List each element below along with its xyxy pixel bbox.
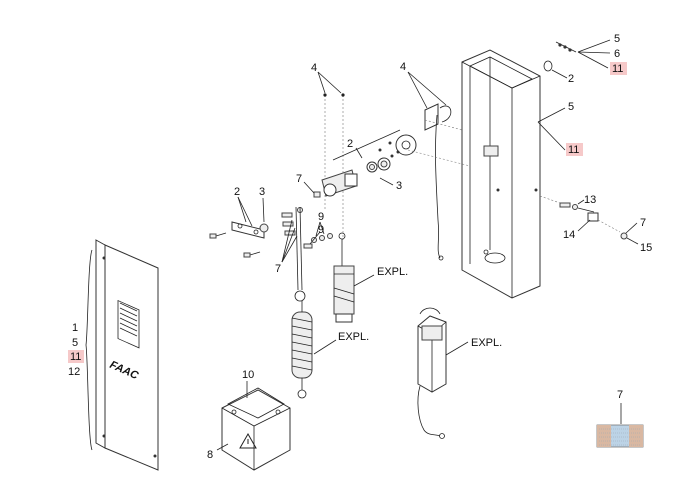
- label-2-left: 2: [234, 186, 240, 198]
- cover-label-11: 11: [70, 351, 81, 363]
- label-15: 15: [640, 242, 652, 254]
- label-4-cable: 4: [400, 61, 406, 73]
- label-11-top-highlight: [610, 62, 627, 75]
- label-11-cabinet: 11: [568, 144, 579, 156]
- label-9-top: 9: [318, 211, 324, 223]
- gas-spring-expl-label: EXPL.: [377, 266, 408, 278]
- cover-label-12: 12: [68, 366, 80, 378]
- label-3-left: 3: [259, 186, 265, 198]
- label-7-right: 7: [640, 217, 646, 229]
- label-8: 8: [207, 449, 213, 461]
- motor-actuator: [417, 307, 447, 439]
- tension-spring: [291, 206, 313, 399]
- lock-cylinder-set: [539, 195, 628, 240]
- label-5-cabinet: 5: [568, 101, 574, 113]
- cover-label-group: 1 5 11 12: [68, 322, 84, 378]
- cover-label-1: 1: [72, 322, 78, 334]
- motor-expl-label: EXPL.: [471, 337, 502, 349]
- label-9-bottom: 9: [318, 224, 324, 236]
- bracket-plate: [209, 221, 269, 258]
- rod-assembly: [321, 93, 417, 240]
- screw-set: [281, 207, 303, 263]
- label-7-top: 7: [296, 173, 302, 185]
- cover-label-5: 5: [72, 337, 78, 349]
- label-2-center: 2: [347, 138, 353, 150]
- label-2-ring: 2: [568, 73, 574, 85]
- foam-pad-icon: [596, 424, 644, 448]
- label-7-foam: 7: [617, 389, 623, 401]
- label-7-screws: 7: [275, 263, 281, 275]
- label-13: 13: [584, 194, 596, 206]
- junction-box: [221, 387, 291, 471]
- label-3-center: 3: [396, 180, 402, 192]
- label-10: 10: [242, 369, 254, 381]
- gas-spring: [333, 232, 355, 323]
- label-5-top: 5: [614, 33, 620, 45]
- vent-grille: [117, 299, 140, 349]
- cable-bracket: [424, 60, 553, 261]
- warning-triangle-icon: [239, 432, 257, 449]
- label-4-center: 4: [311, 62, 317, 74]
- label-11-cabinet-highlight: [566, 143, 583, 156]
- spring-expl-label: EXPL.: [338, 331, 369, 343]
- label-14: 14: [563, 229, 575, 241]
- front-cover-panel: FAAC: [85, 239, 159, 471]
- label-11-top: 11: [612, 63, 623, 75]
- cabinet-housing: [407, 49, 541, 299]
- hinge-pin: [555, 41, 577, 53]
- cover-label-11-highlight: [68, 350, 84, 363]
- label-6-top: 6: [614, 48, 620, 60]
